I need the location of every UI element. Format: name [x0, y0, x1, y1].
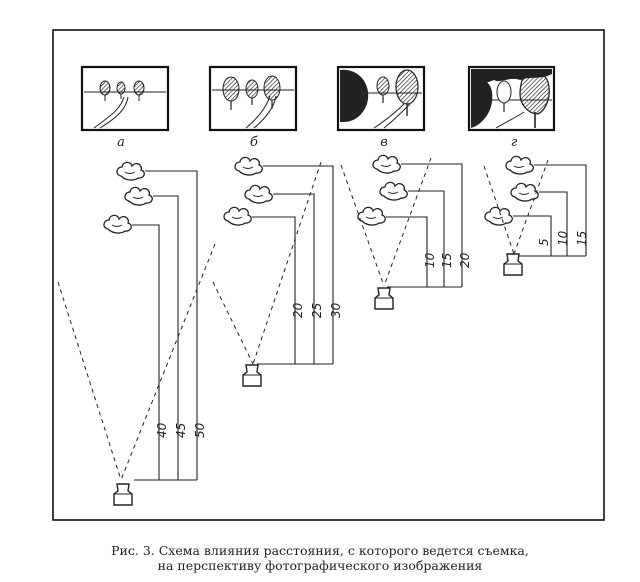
- distance-label-d1: 5: [537, 238, 551, 246]
- camera-a: [113, 483, 133, 506]
- figure-frame: [52, 29, 605, 521]
- distance-label-c3: 20: [458, 252, 472, 268]
- panel-label-a: а: [117, 135, 125, 150]
- cloud-far: [505, 155, 534, 175]
- panel-c: в 10 15 20: [336, 65, 472, 310]
- camera-d: [503, 253, 523, 276]
- cloud-near: [103, 214, 132, 234]
- cloud-near: [357, 206, 386, 226]
- distance-label-d2: 10: [556, 230, 570, 246]
- panel-label-c: в: [380, 135, 388, 150]
- camera-c: [374, 287, 394, 310]
- distance-label-a3: 50: [193, 422, 207, 438]
- distance-label-b1: 20: [291, 302, 305, 318]
- distance-label-c2: 15: [440, 253, 454, 268]
- cloud-near: [223, 206, 252, 226]
- cloud-near: [484, 206, 513, 226]
- distance-label-a1: 40: [155, 422, 169, 438]
- distance-label-c1: 10: [423, 252, 437, 268]
- panel-d: г 5 10 15: [467, 65, 589, 276]
- figure-caption: Рис. 3. Схема влияния расстояния, с кото…: [0, 543, 640, 573]
- thumbnail-c: [336, 65, 426, 132]
- distance-label-d3: 15: [575, 231, 589, 246]
- cloud-mid: [124, 186, 153, 206]
- cloud-far: [234, 156, 263, 176]
- panel-label-b: б: [250, 135, 258, 150]
- panel-label-d: г: [511, 135, 518, 150]
- camera-b: [242, 364, 262, 387]
- panel-b: б 20 25 30: [208, 65, 343, 387]
- cloud-mid: [244, 184, 273, 204]
- distance-label-b2: 25: [310, 303, 324, 318]
- diagram: а 40 45 50 б: [52, 29, 605, 521]
- distance-label-a2: 45: [174, 423, 188, 438]
- cloud-far: [372, 154, 401, 174]
- thumbnail-d: [467, 65, 556, 132]
- thumbnail-b: [208, 65, 298, 132]
- panel-a: а 40 45 50: [57, 65, 216, 506]
- thumbnail-a: [80, 65, 170, 132]
- caption-line-2: на перспективу фотографического изображе…: [157, 558, 483, 573]
- cloud-far: [116, 161, 145, 181]
- caption-line-1: Рис. 3. Схема влияния расстояния, с кото…: [111, 543, 529, 558]
- distance-label-b3: 30: [329, 302, 343, 318]
- cloud-mid: [379, 181, 408, 201]
